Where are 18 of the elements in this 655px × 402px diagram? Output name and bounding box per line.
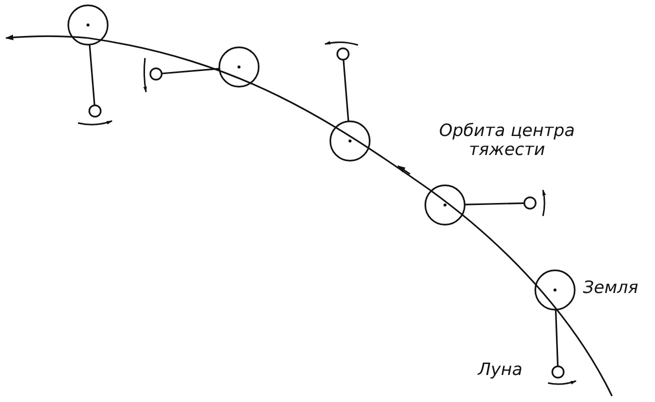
earth-label: Земля bbox=[583, 279, 638, 298]
moon-label: Луна bbox=[478, 361, 522, 380]
connecting-rod bbox=[88, 44, 96, 106]
earth-circle bbox=[218, 46, 260, 88]
connecting-rod bbox=[554, 310, 559, 366]
connecting-rod bbox=[464, 202, 524, 206]
earth-circle bbox=[424, 184, 466, 226]
earth-circle bbox=[534, 269, 576, 311]
moon-circle bbox=[149, 67, 163, 81]
connecting-rod bbox=[342, 60, 350, 122]
orbit-label: Орбита центра тяжести bbox=[438, 122, 576, 160]
moon-circle bbox=[551, 365, 565, 379]
connecting-rod bbox=[162, 68, 220, 74]
moon-circle bbox=[336, 47, 350, 61]
earth-circle bbox=[67, 4, 109, 46]
moon-circle bbox=[523, 196, 537, 210]
moon-circle bbox=[88, 104, 102, 118]
earth-circle bbox=[329, 120, 371, 162]
